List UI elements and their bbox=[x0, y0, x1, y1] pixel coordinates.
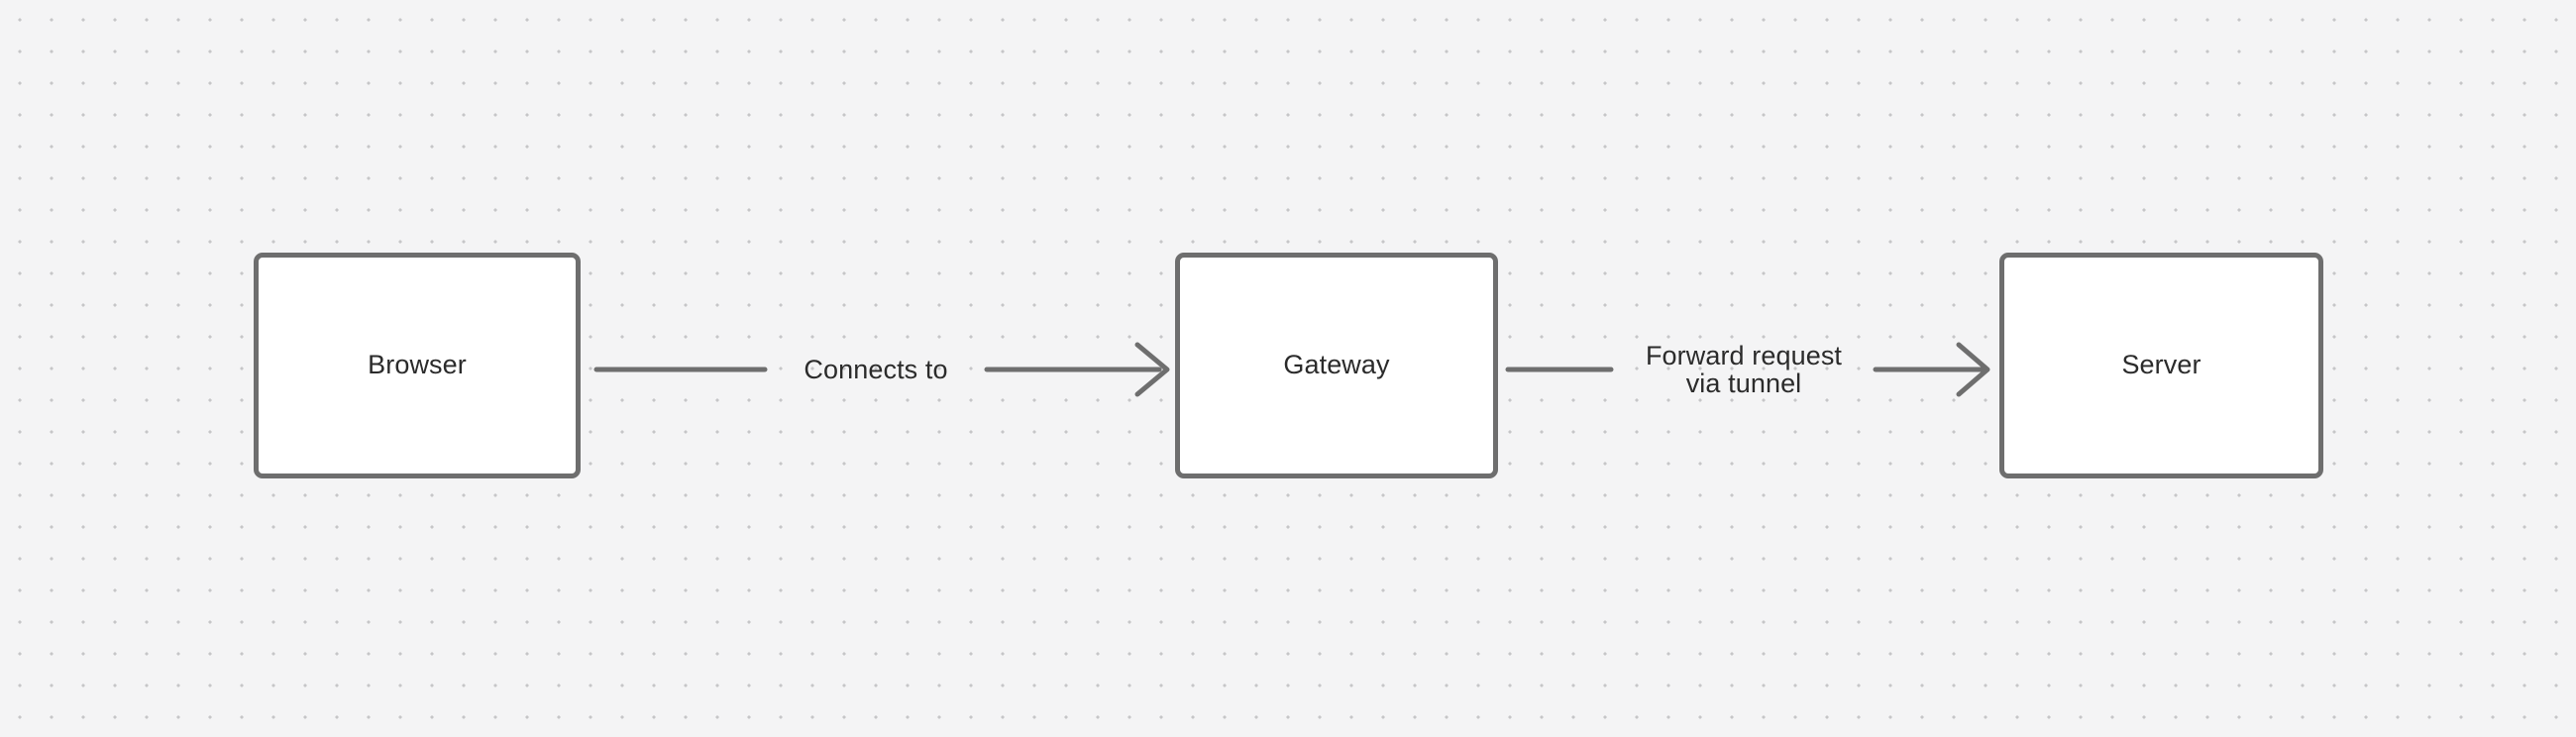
arrowhead-icon bbox=[1956, 342, 1990, 397]
node-browser[interactable]: Browser bbox=[254, 253, 581, 478]
edge-label-line-2: via tunnel bbox=[1685, 368, 1802, 398]
node-gateway[interactable]: Gateway bbox=[1175, 253, 1498, 478]
edge-label-line-1: Forward request bbox=[1645, 341, 1843, 370]
node-server[interactable]: Server bbox=[1999, 253, 2323, 478]
node-server-label: Server bbox=[2121, 350, 2201, 380]
edge-label-line-1: Connects to bbox=[804, 355, 948, 384]
node-browser-label: Browser bbox=[368, 350, 467, 380]
node-gateway-label: Gateway bbox=[1283, 350, 1390, 380]
edge-label-gateway-to-server[interactable]: Forward request via tunnel bbox=[1646, 342, 1842, 397]
edge-label-browser-to-gateway[interactable]: Connects to bbox=[804, 356, 947, 383]
arrowhead-icon bbox=[1134, 342, 1170, 397]
